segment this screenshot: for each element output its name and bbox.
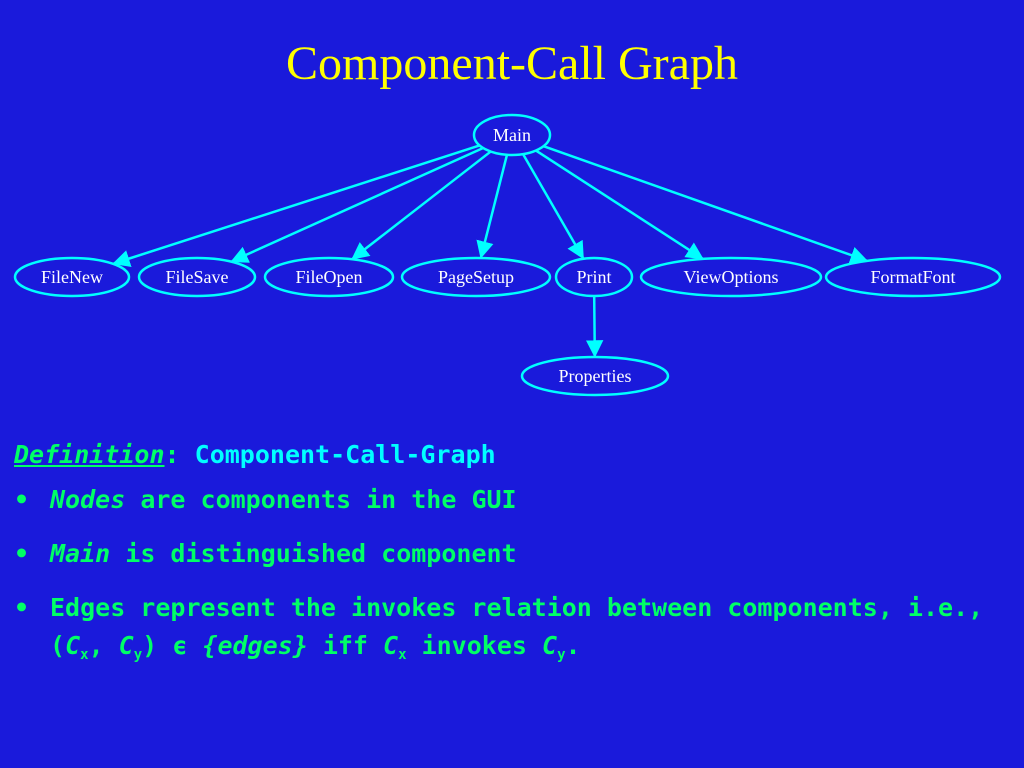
bullet-text: invokes bbox=[406, 631, 542, 661]
bullet-list: • Nodes are components in the GUI • Main i… bbox=[14, 481, 1014, 667]
edges-layer bbox=[112, 144, 869, 358]
subscript: y bbox=[133, 647, 143, 664]
node-file-open: FileOpen bbox=[263, 256, 395, 298]
element-of-symbol: ϵ bbox=[172, 631, 188, 661]
node-shape bbox=[639, 256, 823, 298]
node-label: Print bbox=[576, 267, 611, 287]
node-view-options: ViewOptions bbox=[639, 256, 823, 298]
bullet-text: are components in the GUI bbox=[125, 485, 517, 514]
edge-main-to-print bbox=[521, 153, 585, 260]
subscript: x bbox=[398, 647, 407, 664]
bullet-item: • Nodes are components in the GUI bbox=[14, 481, 1014, 520]
node-label: FileOpen bbox=[296, 267, 363, 287]
edge-main-to-view-options bbox=[535, 149, 704, 260]
subscript: y bbox=[557, 647, 566, 664]
node-shape bbox=[13, 256, 131, 298]
node-label: PageSetup bbox=[438, 267, 514, 287]
bullet-dot: • bbox=[14, 592, 30, 622]
node-shape bbox=[137, 256, 257, 298]
node-page-setup: PageSetup bbox=[400, 256, 552, 298]
node-label: ViewOptions bbox=[684, 267, 779, 287]
edge-main-to-file-open bbox=[351, 150, 492, 260]
node-shape bbox=[520, 355, 670, 397]
bullet-emphasis: Main bbox=[50, 538, 111, 568]
edge-main-to-file-save bbox=[230, 146, 484, 263]
node-label: Main bbox=[493, 125, 531, 145]
component-symbol: C bbox=[383, 631, 399, 661]
node-label: FileSave bbox=[166, 267, 229, 287]
node-shape bbox=[400, 256, 552, 298]
bullet-text: , bbox=[88, 631, 119, 661]
bullet-text: Edges represent the invokes relation bet… bbox=[50, 592, 984, 661]
bullet-item: • Main is distinguished component bbox=[14, 535, 1014, 574]
subscript: x bbox=[80, 647, 89, 664]
bullet-dot: • bbox=[14, 538, 30, 568]
node-shape bbox=[472, 113, 552, 157]
bullet-text: . bbox=[565, 631, 581, 661]
definition-term: Component-Call-Graph bbox=[194, 440, 496, 469]
definition-block: Definition: Component-Call-Graph • Nodes … bbox=[14, 442, 1014, 682]
node-shape bbox=[554, 256, 634, 298]
node-format-font: FormatFont bbox=[824, 256, 1002, 298]
node-properties: Properties bbox=[520, 355, 670, 397]
node-main: Main bbox=[472, 113, 552, 157]
component-symbol: C bbox=[118, 631, 134, 661]
node-label: Properties bbox=[559, 366, 632, 386]
node-file-save: FileSave bbox=[137, 256, 257, 298]
node-label: FormatFont bbox=[870, 267, 955, 287]
definition-label: Definition bbox=[14, 440, 165, 469]
slide-title: Component-Call Graph bbox=[286, 37, 738, 90]
node-file-new: FileNew bbox=[13, 256, 131, 298]
component-symbol: C bbox=[542, 631, 558, 661]
node-print: Print bbox=[554, 256, 634, 298]
edge-print-to-properties bbox=[585, 295, 604, 358]
edges-set: {edges} bbox=[202, 631, 308, 661]
edge-main-to-file-new bbox=[112, 144, 480, 267]
edge-main-to-page-setup bbox=[476, 154, 509, 259]
component-symbol: C bbox=[65, 631, 81, 661]
node-label: FileNew bbox=[41, 267, 103, 287]
bullet-emphasis: Nodes bbox=[50, 485, 126, 514]
definition-colon: : bbox=[164, 440, 180, 469]
bullet-text: is distinguished component bbox=[110, 538, 517, 568]
bullet-text bbox=[187, 631, 202, 660]
bullet-text: ) bbox=[142, 631, 173, 661]
node-shape bbox=[824, 256, 1002, 298]
edge-main-to-format-font bbox=[543, 144, 869, 264]
node-shape bbox=[263, 256, 395, 298]
bullet-item: • Edges represent the invokes relation be… bbox=[14, 589, 1014, 667]
bullet-text: iff bbox=[307, 631, 384, 661]
definition-line: Definition: Component-Call-Graph bbox=[14, 442, 1014, 467]
bullet-dot: • bbox=[14, 485, 30, 514]
